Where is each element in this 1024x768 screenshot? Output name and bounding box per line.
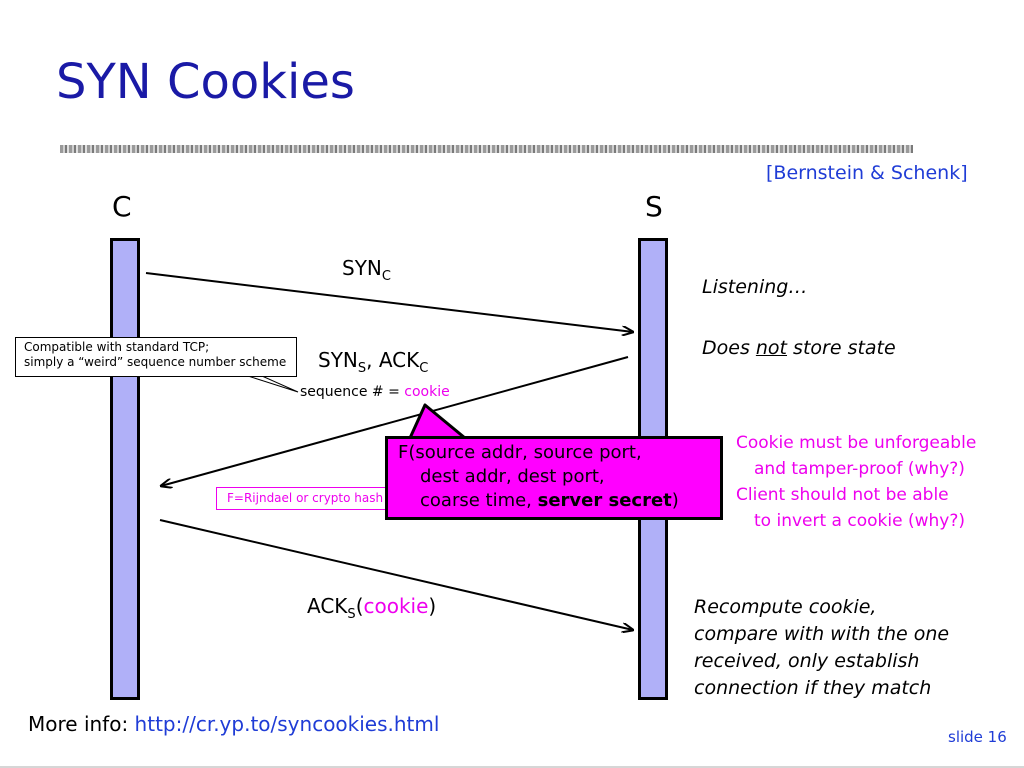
- page-title: SYN Cookies: [56, 54, 355, 110]
- syn-ack-label: SYNS, ACKC: [318, 348, 429, 376]
- slide-number: slide 16: [948, 728, 1007, 746]
- title-divider: [60, 145, 913, 153]
- server-listening-note: Listening…: [702, 276, 808, 298]
- ack-arrow: [159, 519, 633, 630]
- syn-ack-arrow: [161, 356, 629, 486]
- syncookies-link[interactable]: http://cr.yp.to/syncookies.html: [134, 712, 440, 736]
- footer-divider: [0, 766, 1024, 768]
- server-label: S: [645, 190, 663, 223]
- tcp-compatibility-callout: Compatible with standard TCP; simply a “…: [15, 337, 297, 377]
- ack-server-label: ACKS(cookie): [307, 594, 437, 622]
- more-info: More info: http://cr.yp.to/syncookies.ht…: [28, 712, 440, 736]
- syn-client-label: SYNC: [342, 256, 391, 284]
- recompute-note: Recompute cookie, compare with with the …: [694, 596, 950, 699]
- sequence-number-label: sequence # = cookie: [300, 384, 450, 400]
- client-label: C: [112, 190, 132, 223]
- citation: [Bernstein & Schenk]: [766, 162, 968, 184]
- cookie-formula-box: F(source addr, source port, dest addr, d…: [385, 436, 723, 520]
- tcp-callout-pointer: [247, 375, 299, 393]
- hash-callout: F=Rijndael or crypto hash: [216, 487, 395, 510]
- syn-arrow: [145, 272, 633, 332]
- client-lifeline: [110, 238, 140, 700]
- cookie-requirements-note: Cookie must be unforgeable and tamper-pr…: [736, 433, 977, 531]
- server-no-state-note: Does not store state: [702, 337, 896, 359]
